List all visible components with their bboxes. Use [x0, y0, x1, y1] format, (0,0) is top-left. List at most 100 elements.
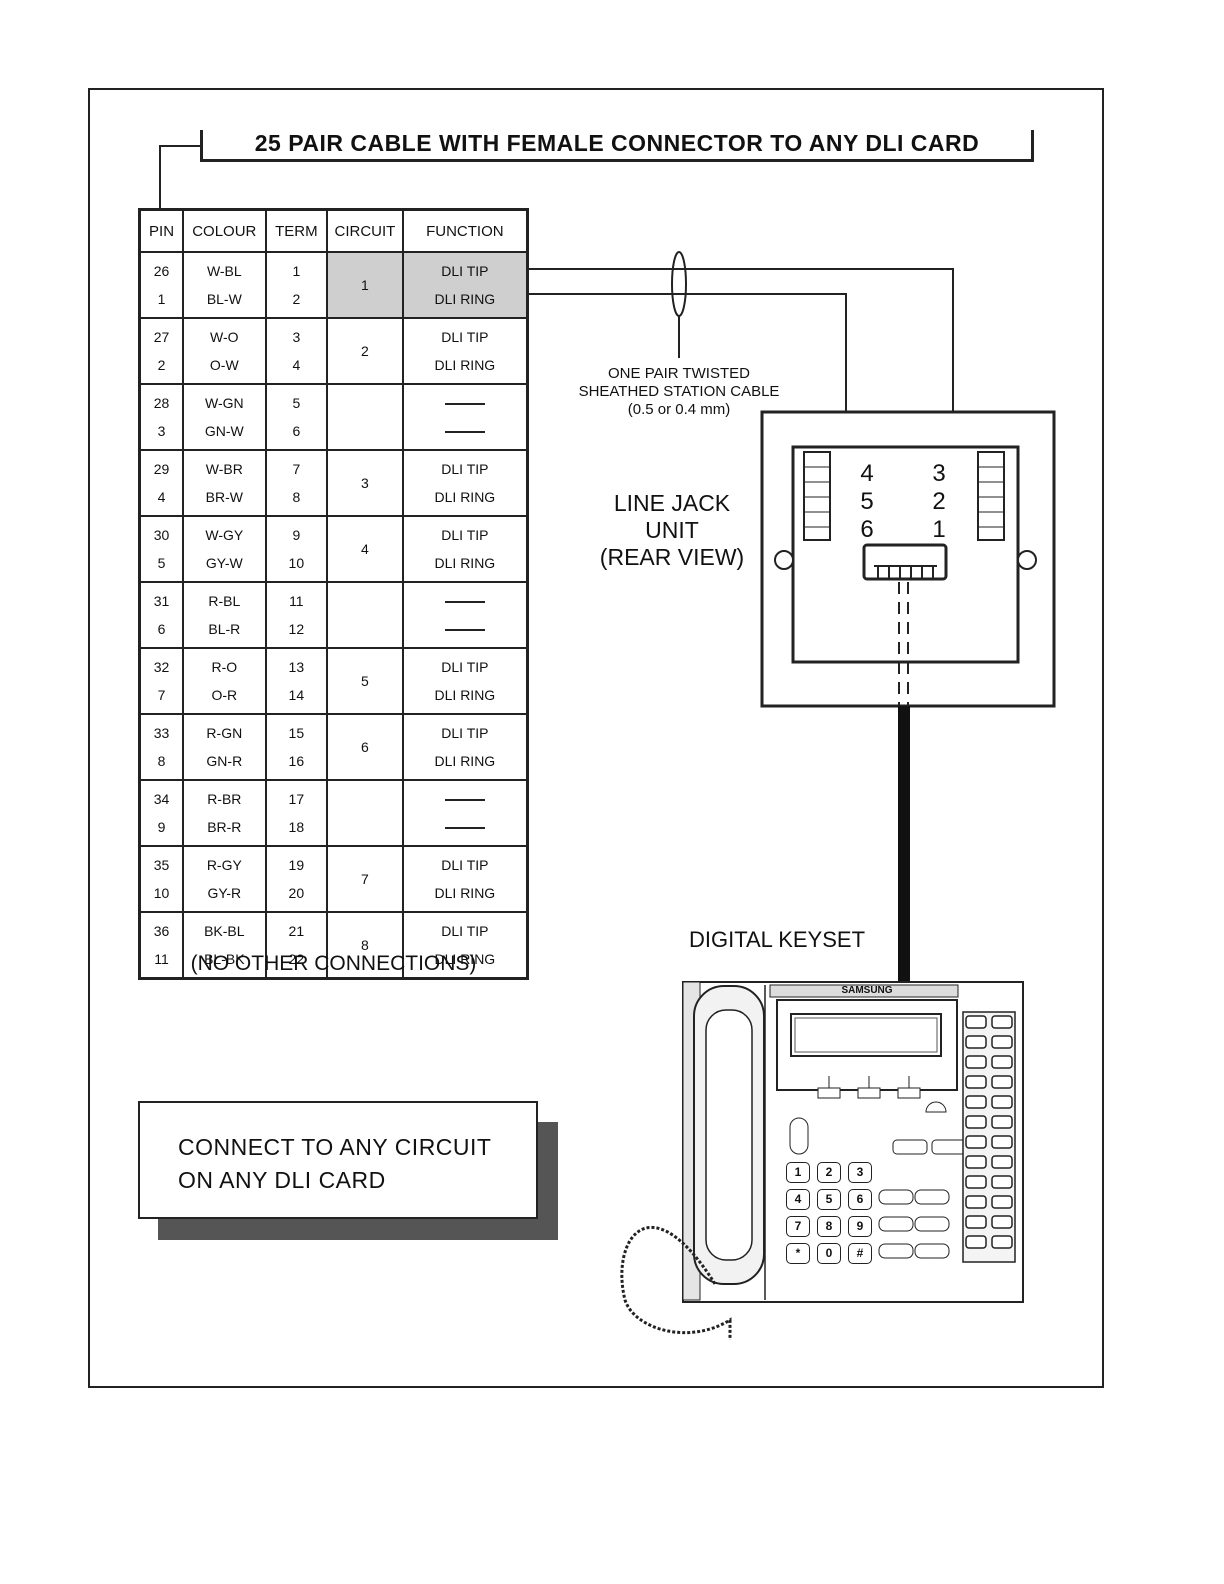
dial-key-hash[interactable]: # — [848, 1243, 872, 1264]
pin-cell-value: 6 — [157, 621, 166, 637]
pin-cell-value: 32 — [153, 659, 170, 675]
colour-cell-value: O-R — [211, 687, 238, 703]
dial-key-0[interactable]: 0 — [817, 1243, 841, 1264]
term-cell-value: 9 — [292, 527, 301, 543]
colour-cell-value: W-BR — [205, 461, 243, 477]
function-cell-unused — [401, 779, 529, 847]
colour-cell: BK-BL BL-BK — [182, 911, 267, 980]
dial-key-9[interactable]: 9 — [848, 1216, 872, 1237]
pin-cell-value: 1 — [157, 291, 166, 307]
term-cell-value: 4 — [292, 357, 301, 373]
pin-cell-value: 36 — [153, 923, 170, 939]
circuit-cell: 1 — [326, 251, 404, 319]
terminal-strip-left — [803, 451, 831, 541]
jack-numbers-right: 3 2 1 — [930, 460, 948, 544]
circuit-cell: 3 — [326, 449, 404, 517]
colour-cell-value: W-O — [210, 329, 239, 345]
dial-key-2[interactable]: 2 — [817, 1162, 841, 1183]
header-pin: PIN — [138, 208, 185, 253]
circuit-cell: 8 — [326, 911, 404, 980]
phone-brand: SAMSUNG — [841, 985, 893, 996]
dial-key-4[interactable]: 4 — [786, 1189, 810, 1210]
pin-cell-value: 34 — [153, 791, 170, 807]
pin-cell-value: 30 — [153, 527, 170, 543]
colour-cell-value: BR-R — [207, 819, 242, 835]
jack-number-5: 5 — [860, 488, 874, 515]
dial-pad: 1 2 3 4 5 6 7 8 9 * 0 # — [786, 1162, 876, 1264]
circuit-cell — [326, 581, 404, 649]
function-cell-unused — [401, 383, 529, 451]
twisted-pair-marker — [671, 251, 687, 317]
function-cell-value: DLI RING — [434, 489, 496, 505]
colour-cell-value: W-GN — [205, 395, 244, 411]
function-cell-value: DLI RING — [434, 357, 496, 373]
cable-label-line-1: ONE PAIR TWISTED — [608, 365, 750, 382]
line-jack-label-line-2: UNIT — [645, 517, 699, 543]
term-cell-value: 16 — [288, 753, 305, 769]
dial-key-7[interactable]: 7 — [786, 1216, 810, 1237]
term-cell-value: 6 — [292, 423, 301, 439]
table-header-row: PIN COLOUR TERM CIRCUIT FUNCTION — [138, 208, 529, 253]
function-cell-value: DLI TIP — [441, 923, 489, 939]
dial-key-1[interactable]: 1 — [786, 1162, 810, 1183]
pin-cell: 34 9 — [138, 779, 185, 847]
unused-dash — [404, 587, 526, 615]
pin-cell-value: 7 — [157, 687, 166, 703]
function-cell-value: DLI TIP — [441, 329, 489, 345]
line-jack-label-line-1: LINE JACK — [613, 490, 731, 516]
colour-cell-value: BL-BK — [204, 951, 245, 967]
pin-cell-value: 9 — [157, 819, 166, 835]
dial-key-3[interactable]: 3 — [848, 1162, 872, 1183]
colour-cell-value: W-BL — [206, 263, 242, 279]
pin-cell-value: 27 — [153, 329, 170, 345]
pin-cell-value: 29 — [153, 461, 170, 477]
callout-box: CONNECT TO ANY CIRCUIT ON ANY DLI CARD — [138, 1101, 538, 1219]
function-cell-value: DLI TIP — [441, 527, 489, 543]
jack-number-2: 2 — [932, 488, 946, 515]
function-cell-value: DLI TIP — [441, 461, 489, 477]
cable-label-line-3: (0.5 or 0.4 mm) — [627, 401, 731, 418]
dial-key-star[interactable]: * — [786, 1243, 810, 1264]
function-cell-value: DLI RING — [434, 687, 496, 703]
dial-key-5[interactable]: 5 — [817, 1189, 841, 1210]
cable-leader-line — [159, 145, 200, 210]
function-cell-value: DLI TIP — [441, 263, 489, 279]
pin-cell-value: 5 — [157, 555, 166, 571]
dial-key-6[interactable]: 6 — [848, 1189, 872, 1210]
header-term: TERM — [264, 208, 329, 253]
term-cell-value: 19 — [288, 857, 305, 873]
unused-dash — [404, 389, 526, 417]
dial-key-8[interactable]: 8 — [817, 1216, 841, 1237]
pin-cell-value: 26 — [153, 263, 170, 279]
term-cell-value: 2 — [292, 291, 301, 307]
mounting-hole-left — [774, 550, 794, 570]
terminal-strip-right — [977, 451, 1005, 541]
colour-cell-value: BL-R — [208, 621, 241, 637]
colour-cell-value: R-GN — [206, 725, 243, 741]
circuit-cell: 6 — [326, 713, 404, 781]
unused-dash — [404, 615, 526, 643]
colour-cell-value: BK-BL — [204, 923, 245, 939]
